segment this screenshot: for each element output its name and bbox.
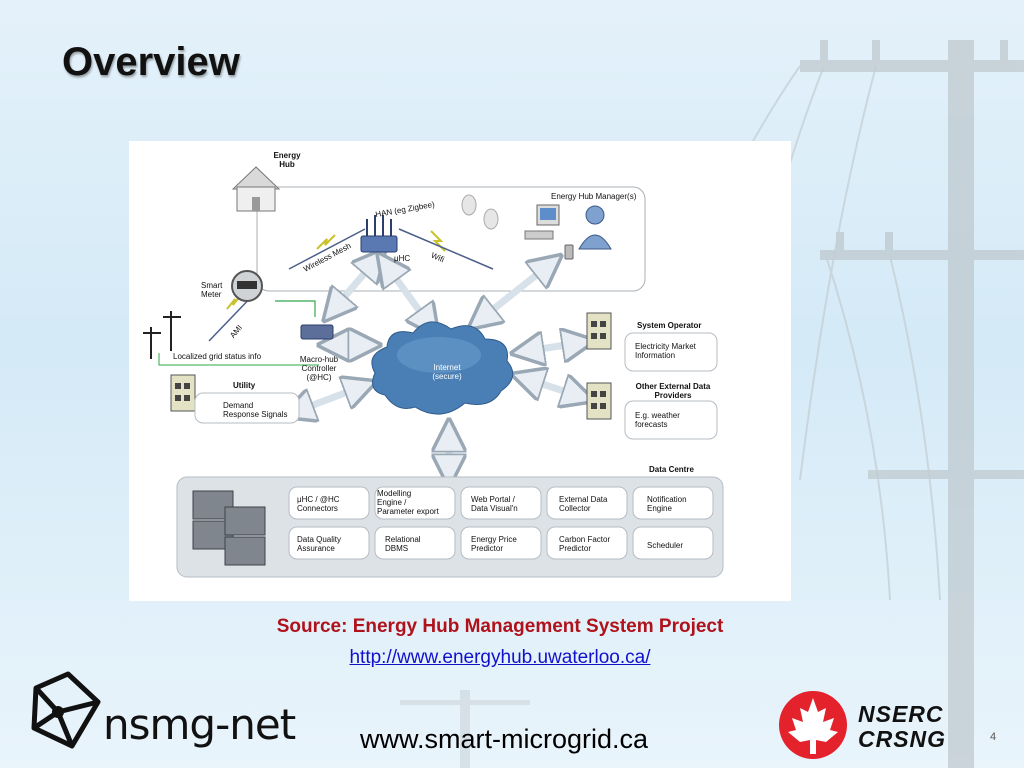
uhc-label: μHC — [394, 254, 411, 263]
slide-title: Overview — [62, 40, 240, 84]
smart-meter-label: Smart Meter — [201, 281, 223, 299]
nserc-logo-text: NSERC — [858, 701, 944, 727]
hub-manager-label: Energy Hub Manager(s) — [551, 192, 637, 201]
internet-label: Internet (secure) — [432, 363, 462, 381]
data-centre-module: Modelling Engine / Parameter export — [377, 489, 439, 516]
utility-label: Utility — [233, 381, 256, 390]
source-caption: Source: Energy Hub Management System Pro… — [276, 616, 724, 637]
data-centre-module: μHC / @HC Connectors — [297, 495, 340, 513]
crsng-logo-text: CRSNG — [858, 726, 947, 752]
data-centre-module: Data Quality Assurance — [297, 535, 342, 553]
house-icon — [231, 166, 281, 212]
other-providers-label: Other External Data Providers — [635, 382, 711, 400]
user-icon — [578, 205, 612, 250]
system-operator-label: System Operator — [637, 321, 702, 330]
energy-hub-diagram: Energy Hub HAN (eg Zigbee) Wireless Mesh… — [129, 141, 791, 601]
phone-icon — [564, 244, 574, 260]
meter-icon — [231, 270, 263, 302]
nsmg-net-logo-icon — [31, 671, 101, 749]
demand-response-label: Demand Response Signals — [223, 401, 288, 419]
computer-icon — [524, 204, 560, 240]
router-icon — [360, 215, 398, 253]
maple-leaf-icon — [779, 691, 847, 759]
source-link[interactable]: http://www.energyhub.uwaterloo.ca/ — [349, 647, 651, 668]
data-centre-module: Web Portal / Data Visual'n — [471, 495, 518, 513]
data-centre-module: External Data Collector — [559, 495, 608, 513]
data-centre-label: Data Centre — [649, 465, 694, 474]
page-number: 4 — [990, 731, 997, 743]
diagram-graphics — [143, 166, 724, 578]
cloud-icon — [371, 321, 514, 415]
macro-hub-label: Macro-hub Controller (@HC) — [299, 355, 339, 382]
electricity-market-label: Electricity Market Information — [635, 342, 696, 360]
server-icon — [586, 312, 612, 350]
footer-url: www.smart-microgrid.ca — [360, 724, 649, 754]
data-centre-module: Energy Price Predictor — [471, 535, 517, 553]
data-centre-module: Carbon Factor Predictor — [559, 535, 611, 553]
nsmg-net-logo-text: nsmg-net — [103, 700, 296, 749]
data-centre-module: Notification Engine — [647, 495, 687, 513]
localized-grid-label: Localized grid status info — [173, 352, 262, 361]
energy-hub-label: Energy Hub — [273, 151, 301, 169]
weather-label: E.g. weather forecasts — [635, 411, 680, 429]
power-pole-icon — [143, 311, 181, 359]
data-centre-module: Relational DBMS — [385, 535, 421, 553]
data-centre-module: Scheduler — [647, 541, 684, 550]
